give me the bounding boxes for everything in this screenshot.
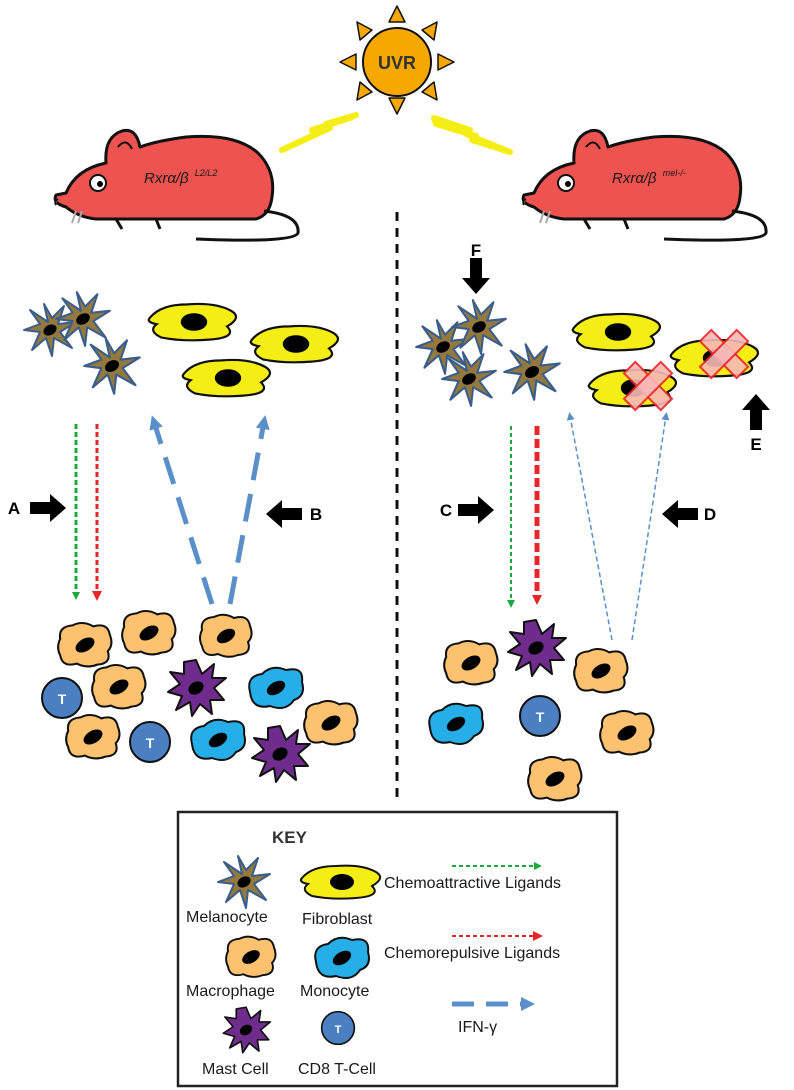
sun: UVR <box>339 5 455 115</box>
key-fibroblast-label: Fibroblast <box>302 911 373 928</box>
ifn-arrow-right-2 <box>631 412 670 641</box>
right-melanocytes <box>415 299 561 407</box>
key-tcell-icon: T <box>320 1010 356 1046</box>
left-immune-cells: T T <box>41 609 359 783</box>
lightning-left-icon <box>279 112 359 153</box>
ifn-arrow-left-2 <box>227 415 270 605</box>
arrow-e-label: E <box>750 435 761 454</box>
tcell-right: T <box>519 695 561 737</box>
tcell-left-1-label: T <box>58 691 67 707</box>
arrow-c: C <box>440 496 494 524</box>
sun-disc <box>362 27 432 97</box>
arrow-a: A <box>8 494 66 522</box>
key-chemorepulsive-label: Chemorepulsive Ligands <box>384 945 560 962</box>
arrow-d-label: D <box>704 505 716 524</box>
lightning-right-icon <box>431 115 513 155</box>
key-title: KEY <box>272 828 308 847</box>
key-macrophage-label: Macrophage <box>186 983 275 1000</box>
arrow-f-label: F <box>471 241 481 260</box>
right-immune-cells: T <box>428 619 655 802</box>
svg-text:Rxrα/β L2/L2: Rxrα/β L2/L2 <box>144 168 217 187</box>
mouse-left-superscript: L2/L2 <box>195 168 218 178</box>
ifn-arrow-left-1 <box>149 415 215 605</box>
tcell-left-1: T <box>41 677 83 719</box>
arrow-a-label: A <box>8 499 20 518</box>
key-fibroblast-icon <box>299 864 382 900</box>
key-box: KEY Melanocyte Fibroblast Chemoattractiv… <box>176 810 619 1088</box>
arrow-c-label: C <box>440 501 452 520</box>
key-tcell-icon-label: T <box>335 1024 342 1036</box>
arrow-d: D <box>662 500 716 528</box>
mouse-right: Rxrα/β mel-/- <box>521 128 768 242</box>
key-monocyte-label: Monocyte <box>300 983 369 1000</box>
tcell-right-label: T <box>536 709 545 725</box>
key-macrophage-icon <box>225 935 277 978</box>
mouse-left: Rxrα/β L2/L2 <box>53 128 300 242</box>
mouse-right-genotype: Rxrα/β <box>612 170 657 187</box>
key-mast-cell-label: Mast Cell <box>202 1061 269 1078</box>
key-chemoattractive-label: Chemoattractive Ligands <box>384 875 561 892</box>
svg-text:Rxrα/β mel-/-: Rxrα/β mel-/- <box>612 168 686 187</box>
mouse-right-superscript: mel-/- <box>663 168 686 178</box>
ifn-arrow-right-1 <box>566 412 613 641</box>
arrow-b-label: B <box>310 505 322 524</box>
sun-label: UVR <box>378 53 416 73</box>
arrow-f: F <box>462 241 490 294</box>
key-cd8-tcell-label: CD8 T-Cell <box>298 1061 376 1078</box>
tcell-left-2-label: T <box>146 735 155 751</box>
left-fibroblasts <box>147 302 340 398</box>
x-mark-icon <box>698 328 750 380</box>
x-mark-icon <box>622 360 674 412</box>
mouse-left-genotype: Rxrα/β <box>144 170 189 187</box>
key-melanocyte-label: Melanocyte <box>186 909 268 926</box>
tcell-left-2: T <box>129 721 171 763</box>
fibroblast-x-marks <box>622 328 750 412</box>
sun-rays <box>339 5 455 115</box>
arrow-b: B <box>266 500 322 528</box>
arrow-e: E <box>742 394 770 454</box>
left-melanocytes <box>23 291 141 395</box>
key-ifn-label: IFN-γ <box>458 1019 497 1036</box>
